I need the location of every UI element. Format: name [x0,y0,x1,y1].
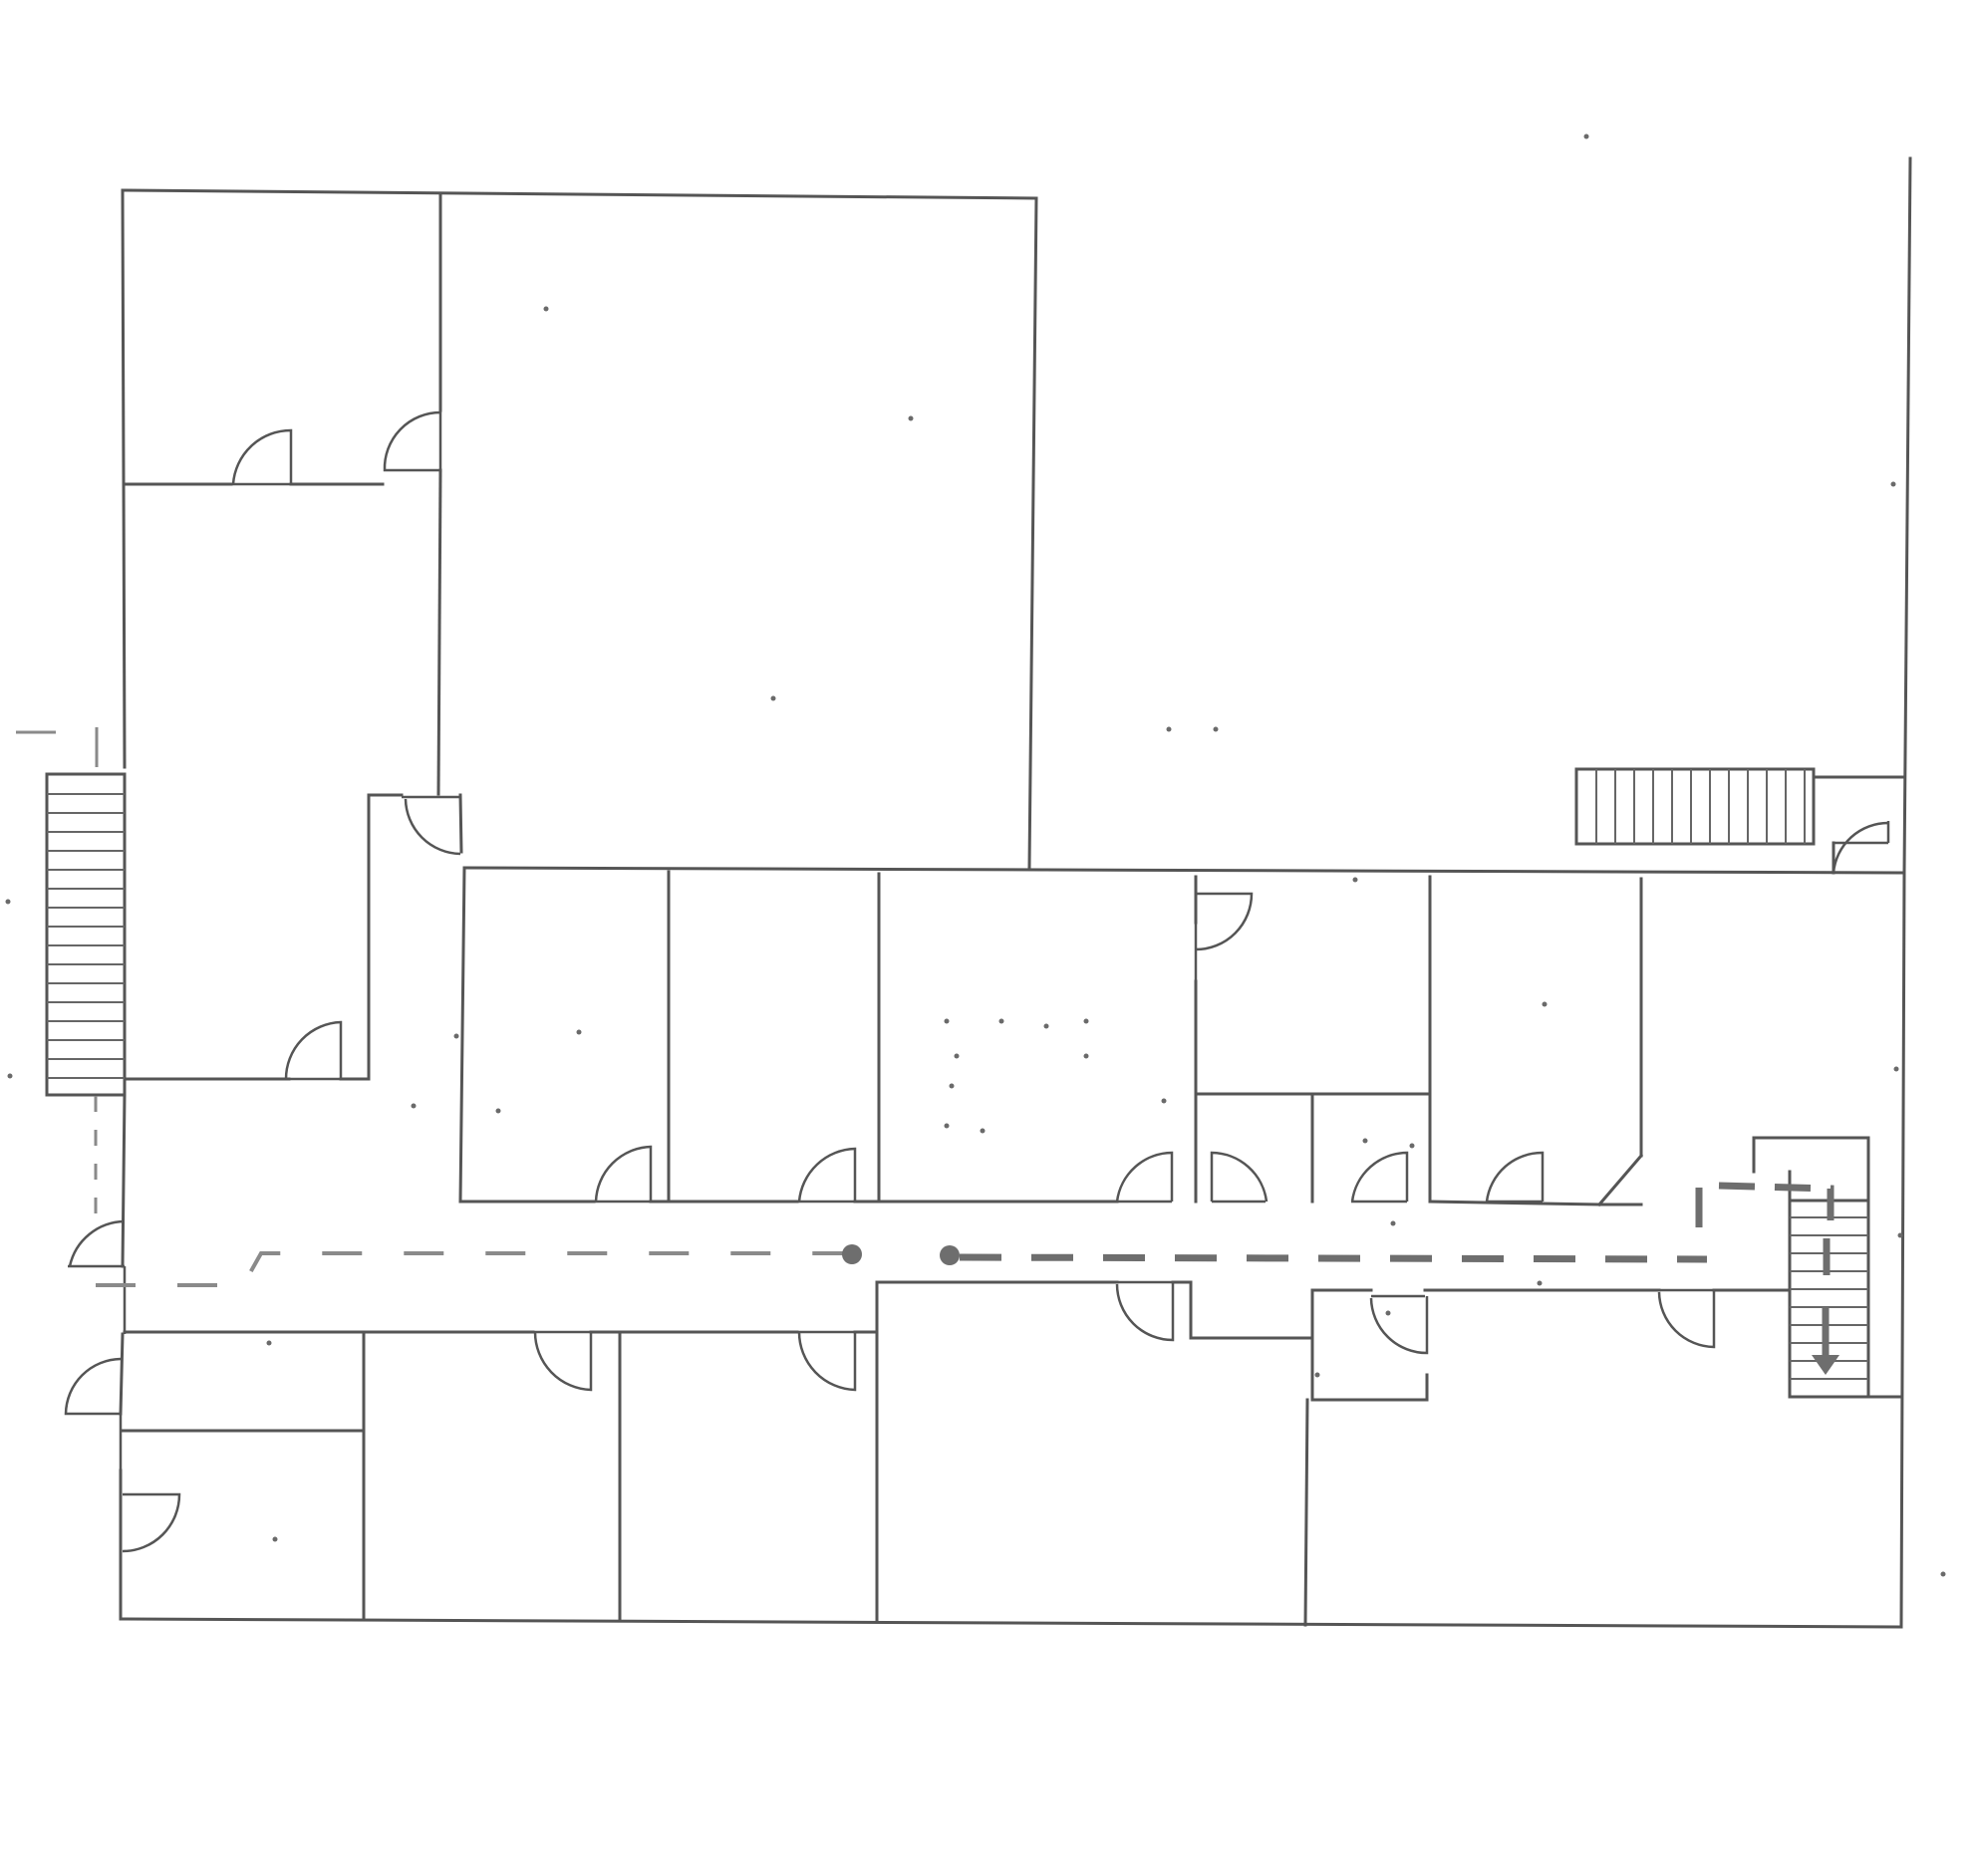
door-swing-icon [402,795,461,856]
scan-speck [453,1033,459,1039]
door-swing-icon [533,1330,593,1392]
scan-speck [1362,1138,1368,1144]
route-arrow-icon [1812,1307,1839,1375]
door-swing-icon [68,1219,127,1334]
evacuation-route [16,727,1839,1375]
scan-speck [1083,1053,1089,1059]
scan-speck [1940,1571,1946,1577]
scan-speck [5,899,11,905]
stair-icon-west [45,772,127,1097]
scan-speck [1385,1310,1391,1316]
scan-speck [266,1340,272,1346]
scan-speck [949,1083,955,1089]
door-swing-icon [1194,892,1254,981]
door-swing-icon [1657,1288,1716,1349]
door-swing-icon [383,410,442,472]
scan-speck [272,1536,278,1542]
scan-speck [7,1073,13,1079]
scan-speck [1083,1018,1089,1024]
scan-speck [954,1053,960,1059]
door-swing-icon [797,1330,857,1392]
scan-speck [1409,1143,1415,1149]
door-swings [64,410,1890,1553]
scan-speck [1213,726,1219,732]
scan-speck [576,1029,582,1035]
door-swing-icon [1485,1151,1545,1204]
scan-speck [770,695,776,701]
scan-speck [944,1018,950,1024]
door-swing-icon [1350,1151,1409,1204]
scan-specks [5,134,1946,1577]
stair-icon-northeast [1574,767,1816,846]
scan-speck [908,415,914,421]
door-swing-icon [64,1357,123,1471]
scan-speck [1890,481,1896,487]
scan-speck [1390,1220,1396,1226]
interior-walls [121,192,1906,1627]
scan-speck [980,1128,986,1134]
scan-speck [1537,1280,1543,1286]
door-swing-icon [1369,1294,1429,1355]
scan-speck [411,1103,417,1109]
route-node-icon [842,1244,862,1264]
scan-speck [998,1018,1004,1024]
door-swing-icon [797,1147,857,1204]
scan-speck [495,1108,501,1114]
scan-speck [1352,877,1358,883]
door-swing-icon [284,1020,343,1081]
scan-speck [1542,1001,1548,1007]
door-swing-icon [1210,1151,1269,1204]
door-swing-icon [1832,821,1890,874]
route-node-icon [940,1245,960,1265]
scan-speck [1166,726,1172,732]
scan-speck [1583,134,1589,139]
outer-walls [119,156,1912,1629]
scan-speck [543,306,549,312]
scan-speck [1897,1232,1903,1238]
scan-speck [1161,1098,1167,1104]
door-swing-icon [231,428,293,486]
door-swing-icon [594,1145,653,1204]
door-swing-icon [1115,1280,1175,1342]
scan-speck [1043,1023,1049,1029]
scan-speck [1314,1372,1320,1378]
door-swing-icon [122,1492,181,1553]
door-swing-icon [1115,1151,1174,1204]
scan-speck [1893,1066,1899,1072]
scan-speck [944,1123,950,1129]
